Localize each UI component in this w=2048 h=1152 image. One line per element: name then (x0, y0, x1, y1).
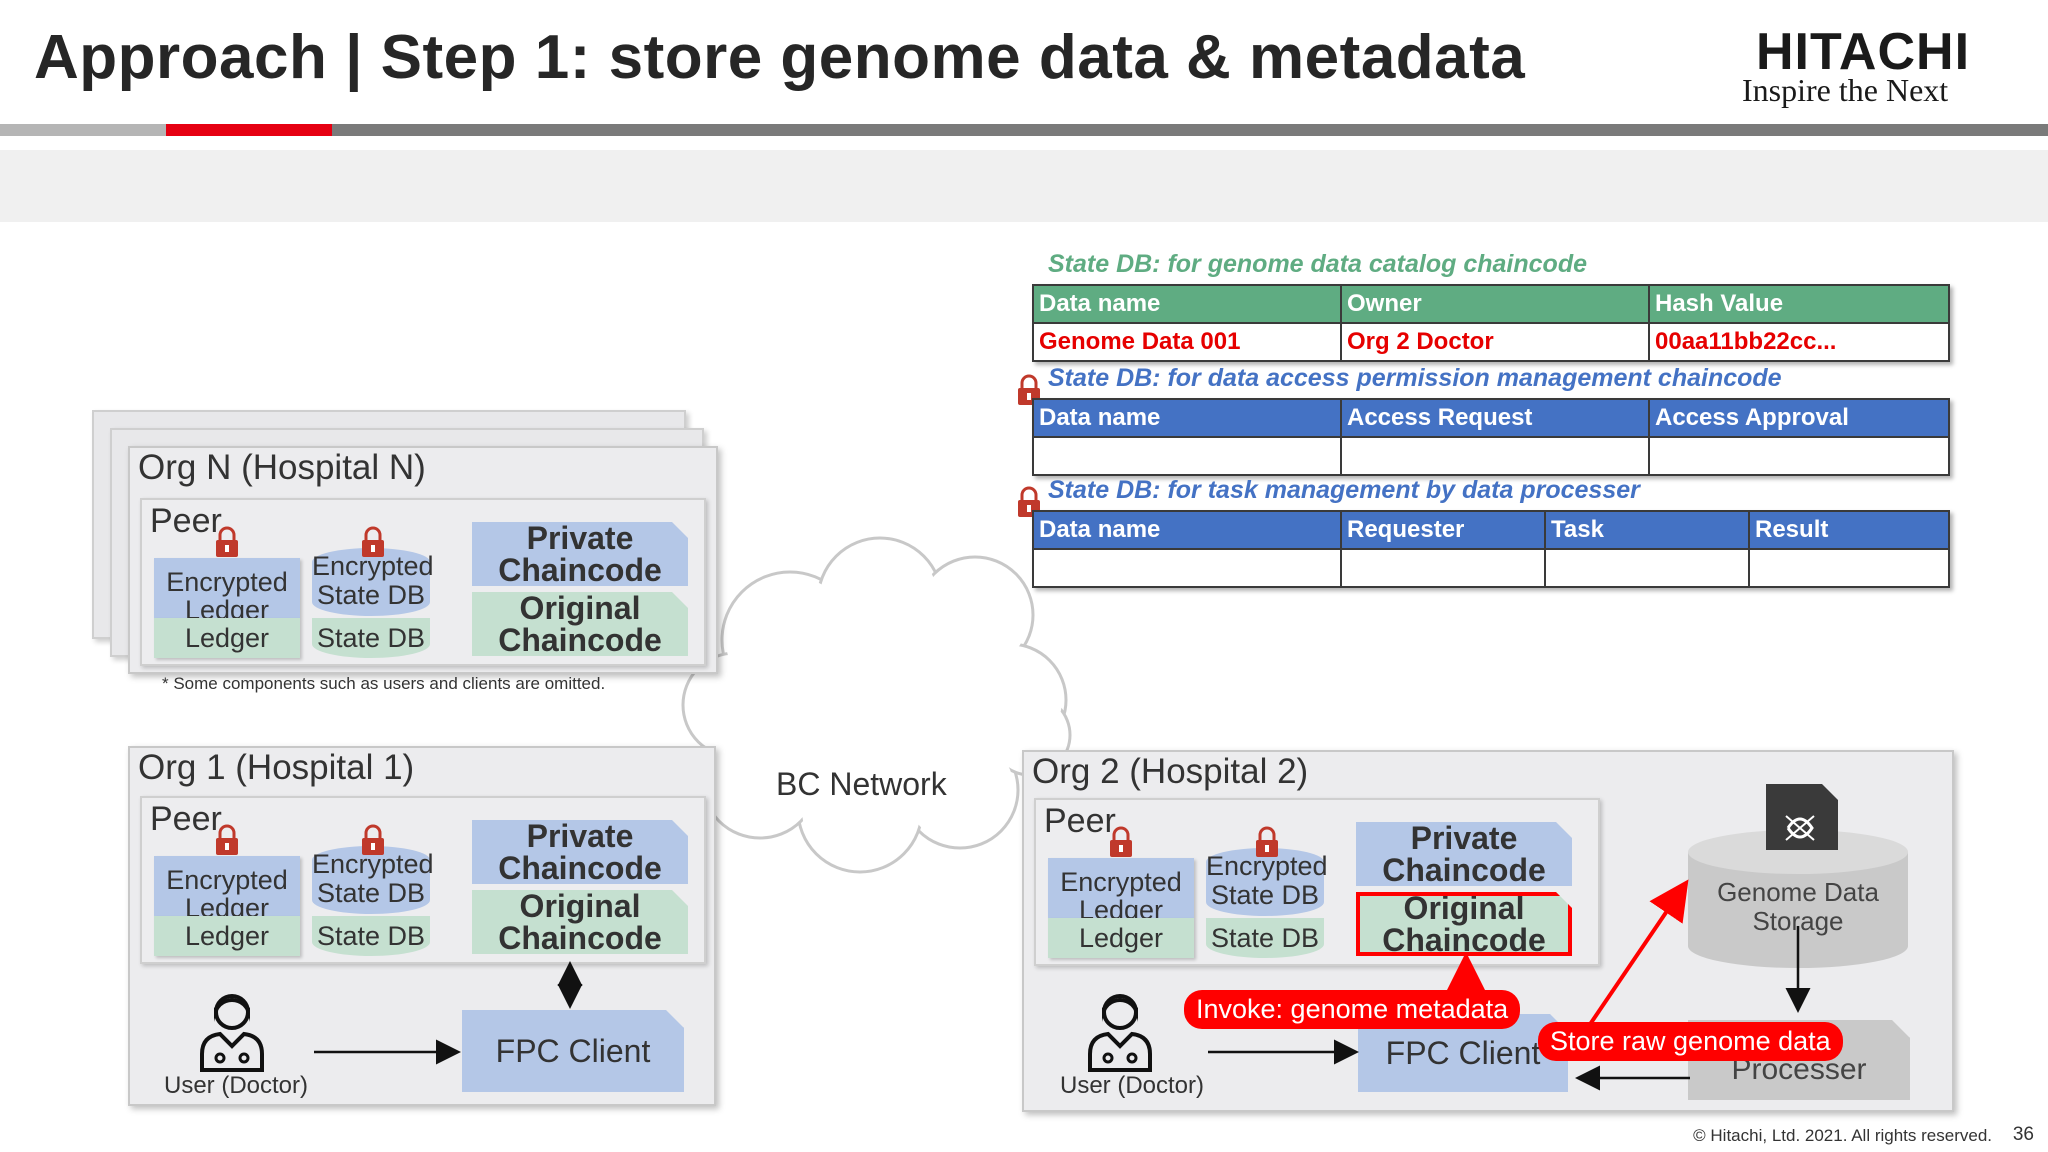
encrypted-state-db: Encrypted State DB (1206, 848, 1328, 916)
subtitle-band (0, 150, 2048, 222)
omission-note: * Some components such as users and clie… (162, 674, 606, 693)
page-title: Approach | Step 1: store genome data & m… (34, 23, 1526, 92)
lock-icon (362, 526, 384, 557)
permission-header-data-name: Data name (1032, 398, 1342, 438)
task-header-result: Result (1748, 510, 1950, 550)
original-chaincode-highlighted: Original Chaincode (1356, 892, 1572, 956)
catalog-cell-data-name: Genome Data 001 (1032, 322, 1342, 362)
encrypted-state-db: Encrypted State DB (312, 846, 434, 914)
catalog-table: Data name Owner Hash Value Genome Data 0… (1032, 284, 1950, 362)
header-divider (0, 124, 2048, 136)
private-chaincode: Private Chaincode (1356, 822, 1572, 886)
ledger: Ledger (1048, 918, 1194, 958)
org-1-peer: Peer Encrypted Ledger Ledger Encrypted S… (140, 796, 706, 964)
private-chaincode: Private Chaincode (472, 820, 688, 884)
doctor-icon (200, 994, 264, 1072)
org-2-title: Org 2 (Hospital 2) (1032, 752, 1309, 791)
task-table-caption: State DB: for task management by data pr… (1048, 476, 1640, 504)
ledger: Ledger (154, 618, 300, 658)
catalog-header-owner: Owner (1340, 284, 1650, 324)
doctor-icon (1088, 994, 1152, 1072)
permission-header-approval: Access Approval (1648, 398, 1950, 438)
org-n-peer: Peer Encrypted Ledger Ledger Encrypted S… (140, 498, 706, 666)
storage-cylinder (1688, 830, 1908, 968)
store-callout: Store raw genome data (1538, 1022, 1843, 1061)
catalog-header-data-name: Data name (1032, 284, 1342, 324)
state-db: State DB (1206, 918, 1324, 958)
catalog-cell-owner: Org 2 Doctor (1340, 322, 1650, 362)
task-table: Data name Requester Task Result (1032, 510, 1950, 588)
state-db: State DB (312, 618, 430, 658)
permission-table: Data name Access Request Access Approval (1032, 398, 1950, 476)
ledger: Ledger (154, 916, 300, 956)
private-chaincode: Private Chaincode (472, 522, 688, 586)
peer-label: Peer (150, 502, 222, 540)
original-chaincode: Original Chaincode (472, 592, 688, 656)
encrypted-ledger: Encrypted Ledger (1048, 858, 1194, 924)
copyright: © Hitachi, Ltd. 2021. All rights reserve… (1693, 1126, 1992, 1145)
peer-label: Peer (150, 800, 222, 838)
hitachi-logo: HITACHI (1756, 23, 1971, 81)
org-2-peer: Peer Encrypted Ledger Ledger Encrypted S… (1034, 798, 1600, 966)
org-n-title: Org N (Hospital N) (138, 448, 426, 487)
encrypted-ledger: Encrypted Ledger (154, 856, 300, 922)
encrypted-state-db: Encrypted State DB (312, 548, 434, 616)
user-label: User (Doctor) (164, 1072, 309, 1099)
org-1-box: Org 1 (Hospital 1) Peer Encrypted Ledger… (128, 746, 716, 1106)
encrypted-ledger: Encrypted Ledger (154, 558, 300, 624)
catalog-header-hash: Hash Value (1648, 284, 1950, 324)
original-chaincode: Original Chaincode (472, 890, 688, 954)
org-1-title: Org 1 (Hospital 1) (138, 748, 415, 787)
invoke-callout: Invoke: genome metadata (1184, 990, 1521, 1029)
task-header-task: Task (1544, 510, 1750, 550)
lock-icon (362, 824, 384, 855)
dna-data-icon (1766, 784, 1838, 850)
bc-network-label: BC Network (776, 766, 947, 802)
genome-data-storage: Genome Data Storage (1684, 828, 1912, 978)
permission-header-request: Access Request (1340, 398, 1650, 438)
fpc-client: FPC Client (462, 1010, 684, 1092)
logo-tagline: Inspire the Next (1742, 72, 1949, 108)
lock-icon (1110, 826, 1132, 857)
state-db: State DB (312, 916, 430, 956)
task-header-data-name: Data name (1032, 510, 1342, 550)
peer-label: Peer (1044, 802, 1116, 840)
lock-icon (216, 526, 238, 557)
fpc-client: FPC Client (1358, 1014, 1568, 1092)
page-number: 36 (2012, 1124, 2034, 1145)
user-label: User (Doctor) (1060, 1072, 1205, 1099)
lock-icon (1256, 826, 1278, 857)
org-n-box: Org N (Hospital N) Peer Encrypted Ledger… (128, 446, 718, 674)
catalog-table-caption: State DB: for genome data catalog chainc… (1048, 250, 1587, 278)
catalog-cell-hash: 00aa11bb22cc... (1648, 322, 1950, 362)
lock-icon (216, 824, 238, 855)
permission-table-caption: State DB: for data access permission man… (1048, 364, 1782, 392)
task-header-requester: Requester (1340, 510, 1546, 550)
